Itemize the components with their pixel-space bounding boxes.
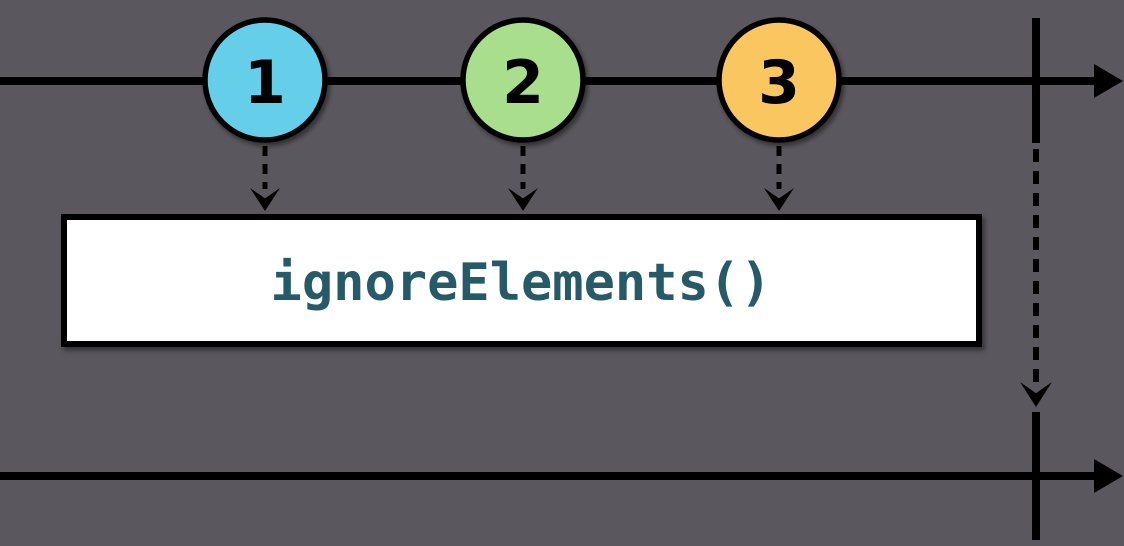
source-events: 1 2 3	[202, 17, 842, 143]
event-arrowhead-icon	[250, 188, 280, 211]
marble-event-1: 1	[202, 17, 328, 143]
complete-propagation-arrow	[1020, 149, 1052, 407]
marble-circle-3	[716, 17, 842, 143]
marble-value-1: 1	[244, 48, 286, 118]
marble-event-2: 2	[460, 17, 586, 143]
event-to-operator-arrows	[250, 146, 794, 211]
event-arrowhead-icon	[764, 188, 794, 211]
output-timeline-arrow-icon	[1094, 459, 1123, 493]
marble-circle-2	[460, 17, 586, 143]
operator-box: ignoreElements()	[61, 214, 982, 347]
output-timeline	[0, 412, 1123, 540]
operator-box-rect	[61, 214, 982, 347]
marble-value-2: 2	[502, 48, 544, 118]
marble-event-3: 3	[716, 17, 842, 143]
source-timeline-arrow-icon	[1094, 64, 1123, 98]
marble-circle-1	[202, 17, 328, 143]
complete-arrowhead-icon	[1020, 382, 1052, 407]
event-arrowhead-icon	[508, 188, 538, 211]
marble-value-3: 3	[758, 48, 800, 118]
operator-label: ignoreElements()	[271, 253, 772, 313]
